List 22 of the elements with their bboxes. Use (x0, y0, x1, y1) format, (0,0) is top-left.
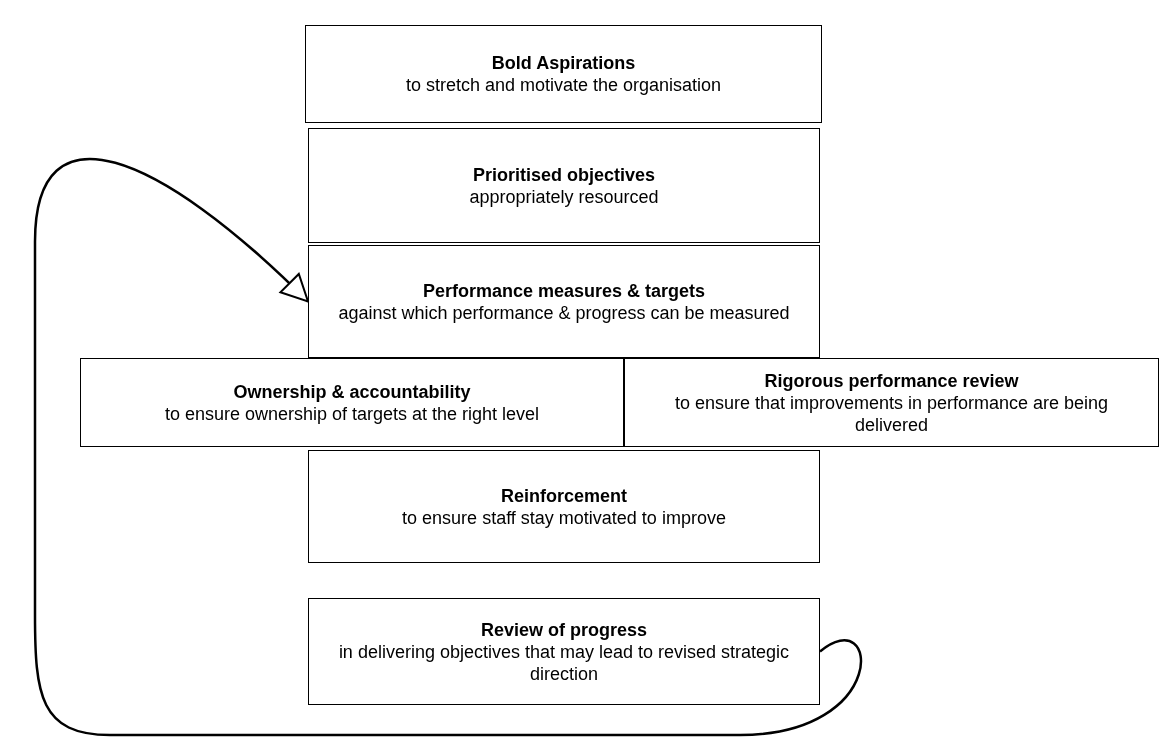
box-description: to ensure that improvements in performance are being delivered (673, 391, 1110, 436)
box-heading: Performance measures & targets (422, 279, 706, 302)
text-box (80, 358, 624, 447)
text-box (308, 128, 820, 243)
box-heading: Reinforcement (501, 484, 627, 507)
text-box (624, 358, 1159, 447)
box-heading: Ownership & accountability (233, 380, 471, 403)
box-description: appropriately resourced (469, 185, 659, 208)
box-description: to ensure ownership of targets at the right level (164, 402, 540, 425)
box-description: against which performance & progress can be measured (338, 301, 790, 324)
box-description: to stretch and motivate the organisation (405, 74, 722, 96)
box-description: to ensure staff stay motivated to improve (402, 506, 726, 529)
box-heading: Rigorous performance review (764, 369, 1019, 392)
box-description: in delivering objectives that may lead to revised strategic direction (337, 640, 791, 685)
box-heading: Bold Aspirations (491, 52, 636, 74)
text-box (308, 598, 820, 705)
box-heading: Review of progress (480, 618, 648, 641)
text-box (305, 25, 822, 123)
box-heading: Prioritised objectives (472, 163, 656, 186)
curved-arrow (33, 158, 862, 737)
text-box (308, 450, 820, 563)
text-box (308, 245, 820, 358)
